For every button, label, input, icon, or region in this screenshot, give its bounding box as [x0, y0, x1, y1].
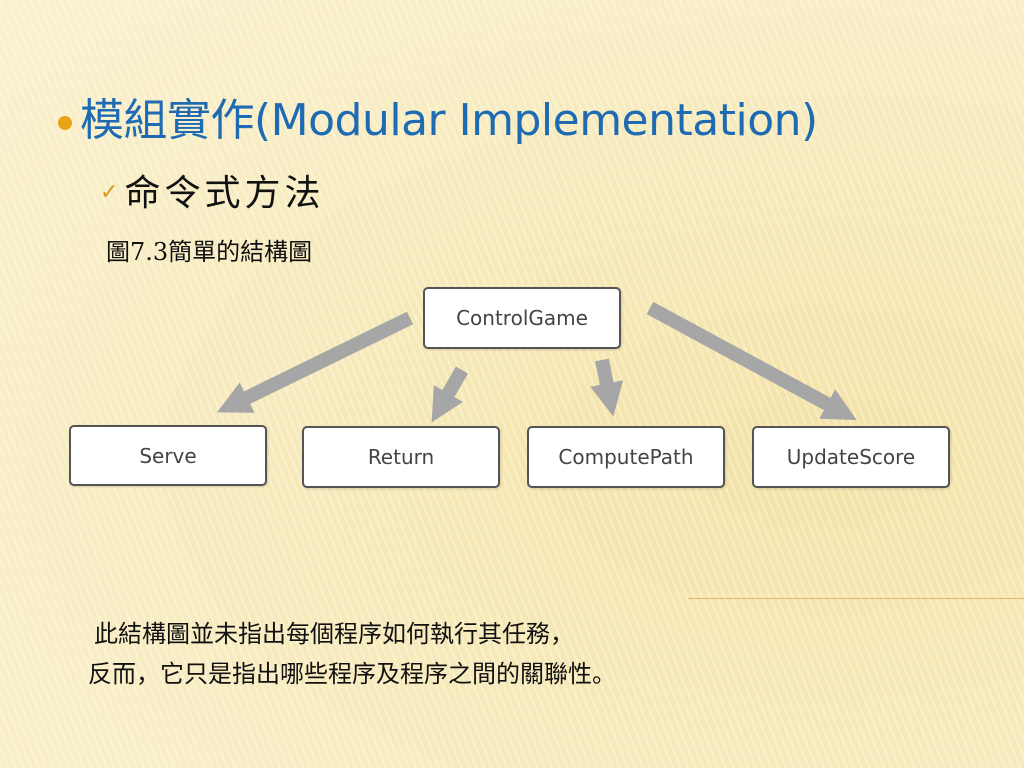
divider-line: [688, 598, 1024, 599]
sub-bullet-text: 命令式方法: [124, 173, 325, 214]
checkmark-icon: ✓: [100, 179, 119, 205]
circle-bullet-icon: [58, 116, 72, 130]
arrow-to-updatescore: [646, 301, 857, 421]
node-serve: Serve: [69, 425, 267, 486]
arrow-to-serve: [216, 311, 414, 413]
arrow-to-computepath: [590, 358, 624, 417]
note-line-2: 反而，它只是指出哪些程序及程序之間的關聯性。: [88, 660, 616, 688]
node-computepath: ComputePath: [527, 426, 725, 488]
node-controlgame: ControlGame: [423, 287, 621, 349]
slide-title-text: 模組實作(Modular Implementation): [80, 95, 818, 146]
sub-bullet-item: ✓ 命令式方法: [100, 165, 324, 215]
node-updatescore: UpdateScore: [752, 426, 950, 488]
node-return: Return: [302, 426, 500, 488]
slide-title: 模組實作(Modular Implementation): [58, 86, 818, 146]
arrow-to-return: [431, 366, 469, 423]
figure-caption: 圖7.3簡單的結構圖: [106, 238, 313, 266]
note-line-1: 此結構圖並未指出每個程序如何執行其任務，: [94, 620, 574, 648]
